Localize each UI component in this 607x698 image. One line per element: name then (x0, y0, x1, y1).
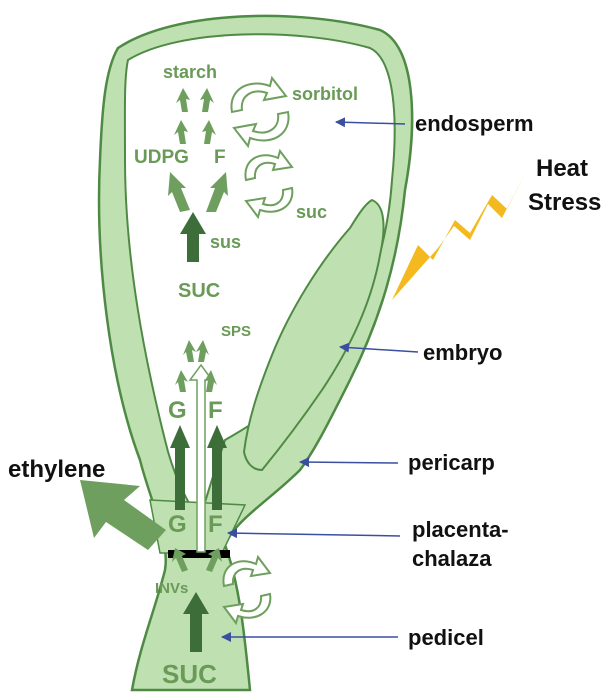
stress-label: Stress (528, 189, 601, 216)
ethylene-label: ethylene (8, 456, 105, 483)
placenta-label-line1: placenta- (412, 517, 509, 542)
f-top-label: F (214, 147, 226, 168)
f-low-label: F (208, 511, 223, 538)
placenta-label-line2: chalaza (412, 546, 492, 571)
sps-label: SPS (221, 323, 251, 340)
suc-bottom-label: SUC (162, 659, 217, 689)
heat-label: Heat (536, 155, 588, 182)
embryo-label: embryo (423, 340, 502, 365)
pericarp-pointer-line (300, 462, 398, 463)
suc-mid-label: SUC (178, 280, 220, 302)
sus-label: sus (210, 232, 241, 252)
starch-label: starch (163, 62, 217, 82)
g-mid-label: G (168, 397, 187, 424)
pedicel-label: pedicel (408, 625, 484, 650)
f-mid-label: F (208, 397, 223, 424)
heat-stress-lightning-icon (392, 168, 528, 300)
suc-cycle-label: suc (296, 202, 327, 222)
pericarp-label: pericarp (408, 450, 495, 475)
endosperm-label: endosperm (415, 111, 534, 136)
sorbitol-label: sorbitol (292, 84, 358, 104)
invs-label: INVs (155, 580, 188, 597)
udpg-label: UDPG (134, 147, 189, 168)
g-low-label: G (168, 511, 187, 538)
placenta-pointer-line (228, 533, 400, 536)
